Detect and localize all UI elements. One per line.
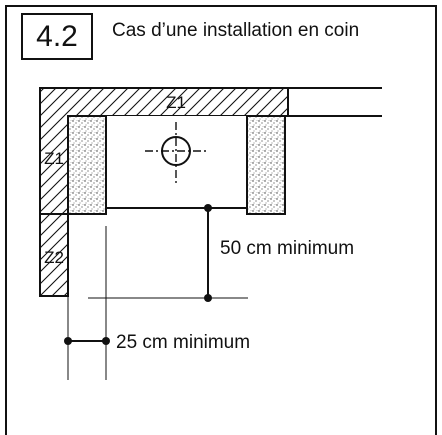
insulation-left	[67, 115, 107, 215]
section-number-box: 4.2	[21, 13, 93, 60]
zone-label-top: Z1	[166, 93, 186, 112]
section-title: Cas d’une installation en coin	[112, 20, 360, 41]
installation-diagram: Z1 Z1 Z2 50 cm minimum 25 cm minimum	[39, 87, 382, 380]
page: 4.2 Cas d’une installation en coin	[5, 5, 437, 435]
insulation-right	[246, 115, 286, 215]
section-number: 4.2	[36, 19, 78, 53]
dimension-horizontal	[64, 214, 110, 380]
dimension-horizontal-label: 25 cm minimum	[116, 332, 250, 353]
zone-label-side: Z1	[44, 149, 64, 168]
dimension-vertical-label: 50 cm minimum	[220, 238, 354, 259]
zone-label-lower: Z2	[44, 248, 64, 267]
wall-z2	[39, 213, 69, 297]
dimension-vertical	[88, 204, 248, 302]
flue-center-icon	[145, 122, 207, 183]
page-frame	[5, 5, 437, 435]
